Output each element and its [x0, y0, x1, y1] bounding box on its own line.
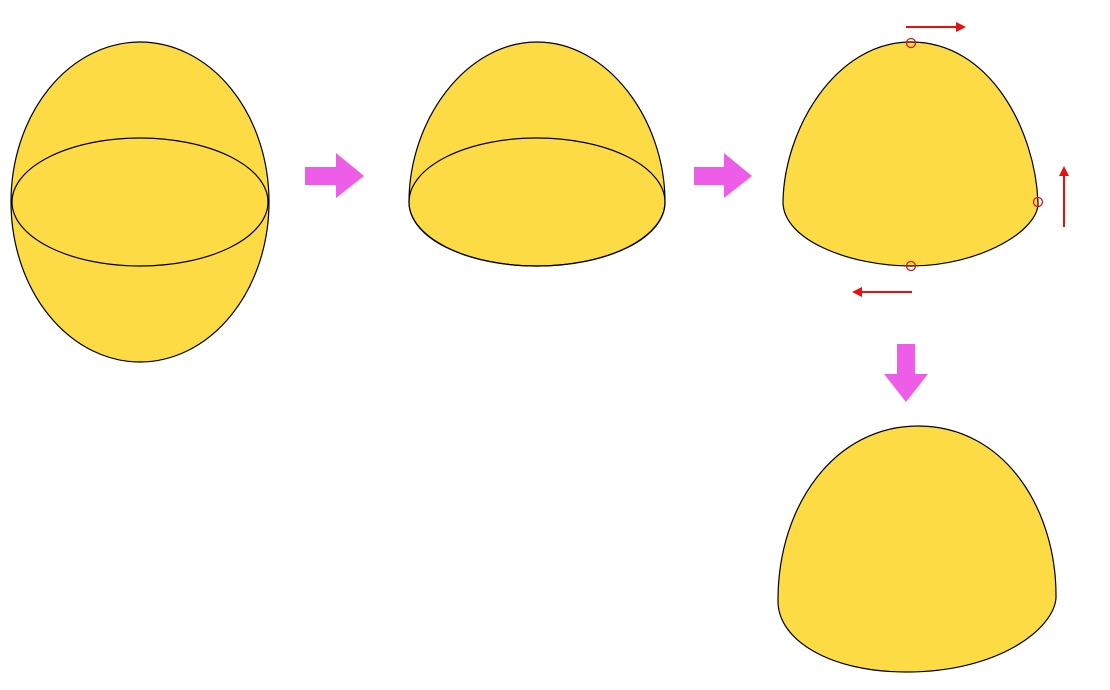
skewed-dome-body	[777, 425, 1057, 673]
control-point-top[interactable]	[905, 37, 917, 49]
dome-body	[408, 41, 666, 267]
step-dome-with-control-points	[782, 22, 1069, 297]
arrow-right-icon	[305, 153, 364, 198]
ellipsoid-body	[10, 41, 270, 363]
cross-section-ellipse	[408, 137, 666, 267]
equator-ellipse	[11, 137, 269, 267]
step-skewed-dome	[777, 425, 1057, 673]
step-full-ellipsoid	[10, 41, 270, 363]
arrow-down-icon	[884, 344, 928, 402]
control-point-right[interactable]	[1032, 196, 1044, 208]
step-half-ellipsoid	[408, 41, 666, 267]
dome-outline	[782, 41, 1039, 267]
control-point-bottom[interactable]	[905, 260, 917, 272]
arrow-right-icon	[694, 153, 752, 198]
